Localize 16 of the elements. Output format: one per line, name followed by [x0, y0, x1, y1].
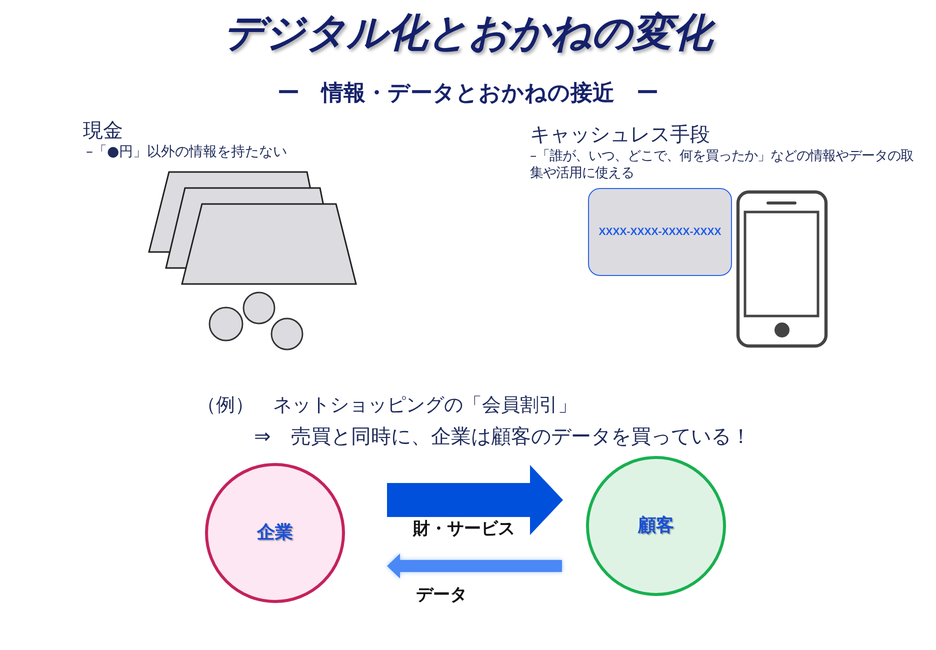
description-text: –「誰が、いつ、どこで、何を買ったか」などの情報やデータの取集や活用に使える	[530, 148, 915, 183]
node-label: 企業	[257, 522, 293, 544]
subtitle: ー 情報・データとおかねの接近 ー	[276, 80, 660, 108]
section-heading: 現金	[83, 118, 123, 143]
block-arrow	[387, 465, 563, 535]
arrow	[387, 554, 562, 578]
edge-label: 財・サービス	[413, 519, 515, 540]
description-text: –「●円」以外の情報を持たない	[86, 144, 288, 162]
example-text: （例） ネットショッピングの「会員割引」	[197, 394, 577, 418]
node-label: 顧客	[638, 515, 674, 537]
conclusion-text: ⇒ 売買と同時に、企業は顧客のデータを買っている！	[254, 424, 751, 449]
edge-label: データ	[416, 585, 467, 606]
section-heading: キャッシュレス手段	[530, 122, 710, 147]
card-number: XXXX-XXXX-XXXX-XXXX	[598, 226, 722, 238]
diagram-title: デジタル化とおかねの変化	[0, 8, 936, 58]
payment-card	[588, 188, 732, 276]
